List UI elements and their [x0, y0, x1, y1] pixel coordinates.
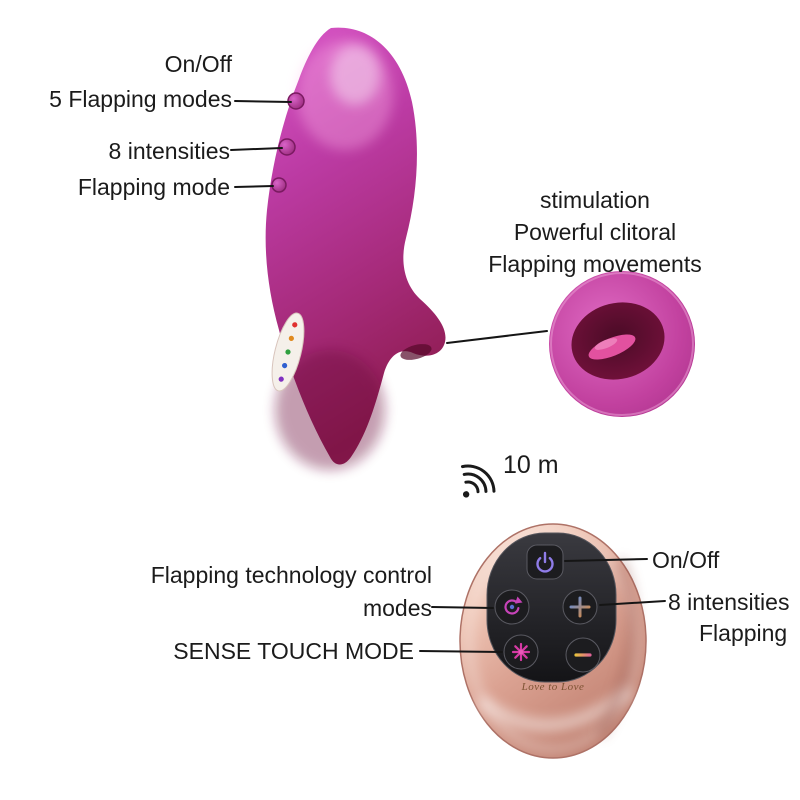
device-intensity-button	[278, 138, 296, 156]
label-intensities: 8 intensities	[108, 138, 230, 164]
tip-rim	[550, 272, 694, 416]
label-control-line2: modes	[362, 595, 432, 621]
remote-plus-button	[562, 589, 598, 625]
remote-brand-text: Love to Love	[521, 681, 585, 693]
tip-flapper-highlight	[594, 338, 618, 350]
sense-touch-star-icon	[511, 642, 531, 662]
callout-line-remote-intensities	[599, 600, 666, 606]
tip-closeup	[549, 271, 695, 417]
spout-shadow	[400, 344, 432, 360]
label-device-onoff-modes: On/Off 5 Flapping modes	[49, 47, 232, 117]
remote-shade	[595, 558, 638, 738]
remote-control	[459, 523, 647, 759]
brand-badge	[271, 312, 305, 392]
label-powerful-clitoral: Powerful clitoral	[513, 219, 677, 245]
callout-lines	[230, 100, 666, 653]
label-sense-touch-mode: SENSE TOUCH MODE	[173, 638, 414, 664]
callout-line-onoff-modes	[234, 100, 292, 103]
remote-sense-touch-button	[503, 634, 539, 670]
remote-power-button	[526, 544, 564, 580]
label-stimulation: stimulation	[540, 187, 650, 213]
label-device-intensity-flap: 8 intensities Flapping mode	[78, 133, 230, 205]
label-remote-intensities: 8 intensities	[668, 589, 790, 615]
callout-line-intensities	[230, 147, 283, 151]
rotate-mode-icon	[504, 596, 523, 615]
power-icon	[536, 551, 554, 573]
callout-line-remote-onoff	[564, 558, 648, 562]
remote-mode-button	[494, 589, 530, 625]
label-onoff: On/Off	[164, 51, 232, 77]
callout-line-flapping-mode	[234, 185, 274, 188]
callout-line-control-modes	[431, 606, 494, 609]
device-gloss	[330, 45, 380, 105]
label-remote-control-modes: Flapping technology control modes	[151, 559, 432, 625]
device-shadow	[275, 350, 385, 470]
device-buttons	[271, 92, 305, 193]
callout-line-tip-closeup	[446, 330, 548, 344]
tip-flapper	[588, 334, 636, 360]
label-range: 10 m	[503, 451, 559, 479]
label-remote-flapping: Flapping	[699, 620, 788, 646]
device-body	[265, 27, 446, 470]
callout-line-sense-touch	[419, 650, 503, 653]
label-flapping-mode: Flapping mode	[77, 174, 230, 200]
label-flapping-movements: Flapping movements	[488, 251, 702, 277]
label-remote-onoff: On/Off	[652, 547, 720, 573]
plus-icon	[569, 596, 591, 618]
label-tip-description: stimulation Powerful clitoral Flapping m…	[455, 184, 735, 280]
remote-flap-button	[565, 637, 601, 673]
label-flapping-modes: 5 Flapping modes	[49, 86, 232, 112]
device-flapping-button	[271, 177, 287, 193]
label-control-line1: Flapping technology control	[150, 562, 432, 588]
wifi-icon	[460, 464, 496, 498]
